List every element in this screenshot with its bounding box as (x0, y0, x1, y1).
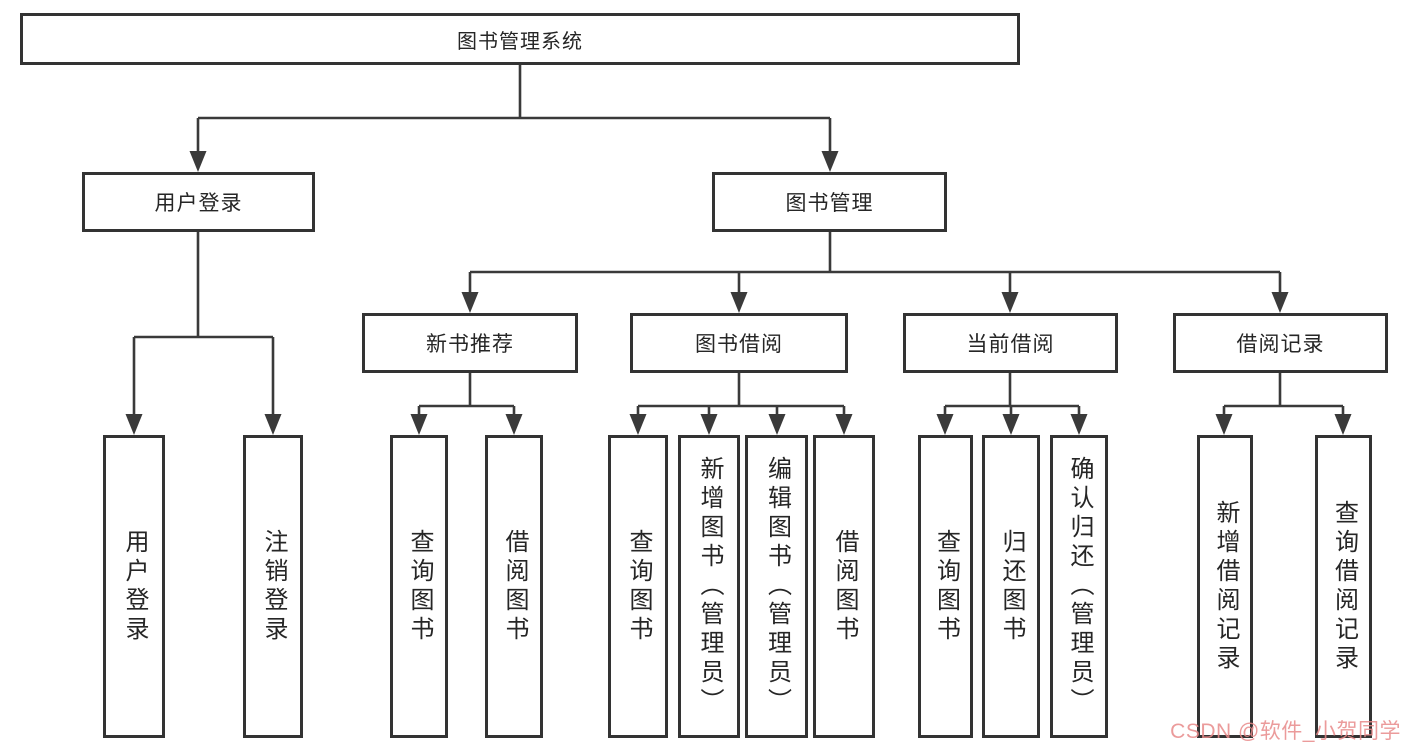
connector-book-borrow (636, 373, 846, 425)
connector-borrow-records (1222, 373, 1345, 425)
leaf-label: 用户登录 (121, 528, 148, 645)
leaf-label: 新增图书（管理员） (696, 456, 723, 717)
node-label: 图书管理系统 (457, 30, 583, 53)
leaf-return-books: 归还图书 (982, 435, 1040, 738)
node-borrow-records: 借阅记录 (1173, 313, 1388, 373)
node-label: 图书管理 (785, 192, 874, 215)
leaf-add-borrow-record: 新增借阅记录 (1197, 435, 1253, 738)
node-book-borrow: 图书借阅 (630, 313, 848, 373)
leaf-edit-books-admin: 编辑图书（管理员） (745, 435, 808, 738)
connector-new-book (417, 373, 516, 425)
leaf-query-books-borrow: 查询图书 (608, 435, 668, 738)
leaf-add-books-admin: 新增图书（管理员） (678, 435, 740, 738)
leaf-query-books-current: 查询图书 (918, 435, 973, 738)
leaf-label: 借阅图书 (501, 528, 528, 645)
node-book-management-system: 图书管理系统 (20, 13, 1020, 65)
leaf-label: 新增借阅记录 (1212, 499, 1239, 674)
leaf-label: 编辑图书（管理员） (763, 456, 791, 717)
node-user-login: 用户登录 (82, 172, 315, 232)
connector-root (196, 65, 832, 162)
connector-user-login (132, 232, 275, 425)
leaf-label: 查询借阅记录 (1330, 499, 1358, 674)
arrowheads (125, 151, 1352, 435)
leaf-borrow-books-borrow: 借阅图书 (813, 435, 875, 738)
node-label: 当前借阅 (966, 333, 1055, 356)
node-label: 借阅记录 (1236, 333, 1325, 356)
leaf-logout: 注销登录 (243, 435, 303, 738)
connector-book-management (468, 232, 1282, 303)
leaf-label: 查询图书 (406, 528, 433, 645)
leaf-query-borrow-record: 查询借阅记录 (1315, 435, 1372, 738)
leaf-borrow-books-newbook: 借阅图书 (485, 435, 543, 738)
node-current-borrow: 当前借阅 (903, 313, 1118, 373)
leaf-user-login: 用户登录 (103, 435, 165, 738)
leaf-label: 借阅图书 (831, 528, 858, 645)
leaf-label: 注销登录 (260, 528, 287, 645)
leaf-label: 查询图书 (932, 528, 960, 645)
node-label: 图书借阅 (695, 333, 783, 356)
node-label: 用户登录 (154, 192, 243, 215)
node-new-book-recommend: 新书推荐 (362, 313, 578, 373)
leaf-label: 归还图书 (998, 528, 1025, 645)
leaf-label: 查询图书 (625, 528, 652, 645)
leaf-label: 确认归还（管理员） (1066, 456, 1093, 717)
leaf-query-books-newbook: 查询图书 (390, 435, 448, 738)
node-book-management: 图书管理 (712, 172, 947, 232)
leaf-confirm-return-admin: 确认归还（管理员） (1050, 435, 1108, 738)
csdn-watermark: CSDN @软件_小贺同学 (1170, 720, 1401, 743)
node-label: 新书推荐 (426, 333, 514, 356)
